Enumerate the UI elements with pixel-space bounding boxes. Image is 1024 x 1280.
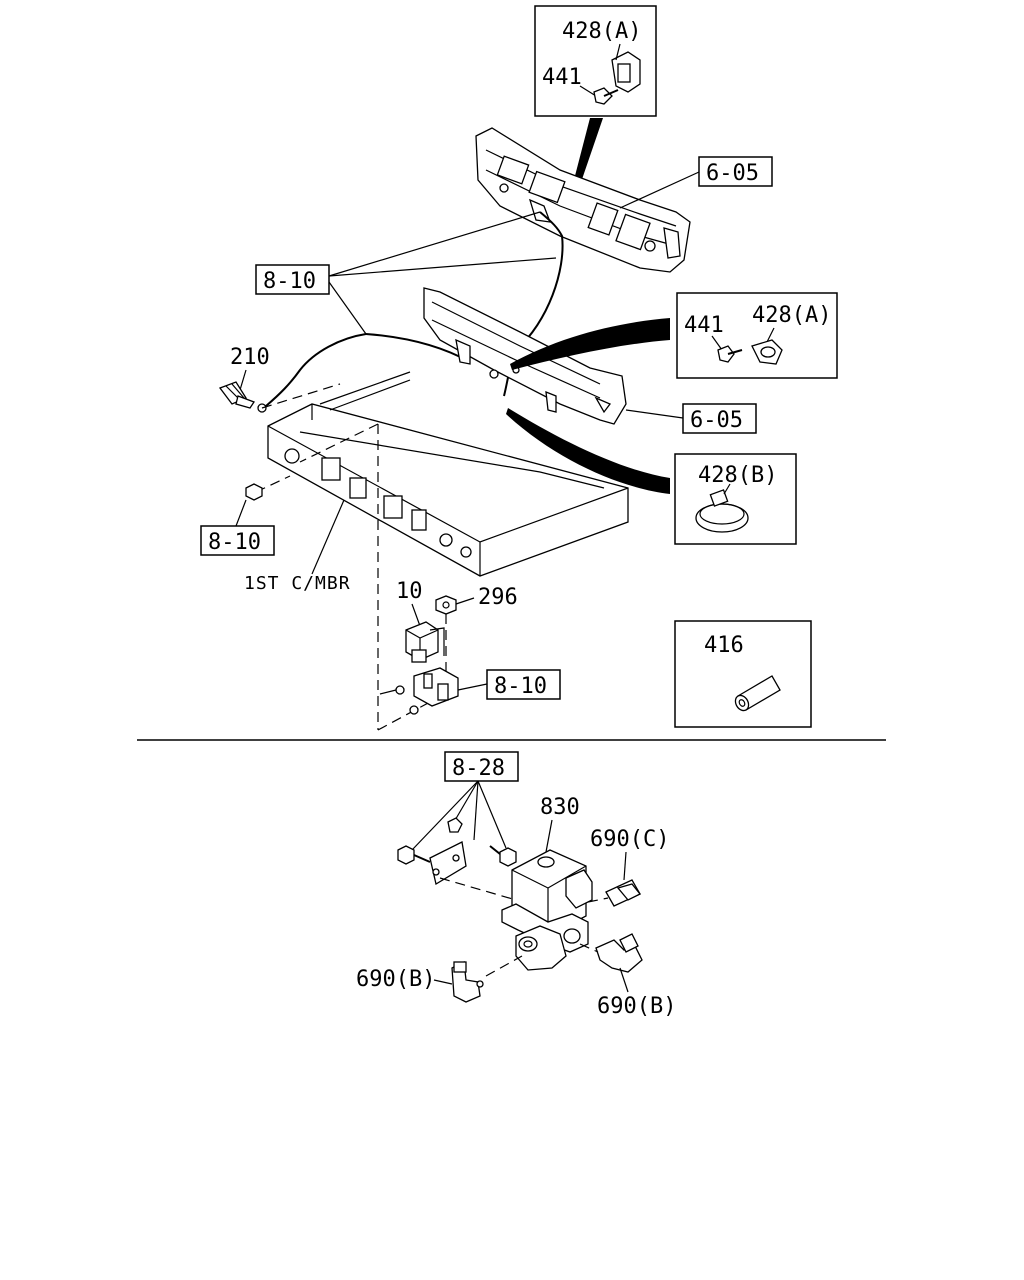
label-8-28: 8-28 <box>452 756 505 781</box>
label-296: 296 <box>478 585 518 610</box>
part-10-sensor: 10 <box>396 579 439 663</box>
label-428a-top: 428(A) <box>562 19 641 44</box>
ref-8-10-bottom: 8-10 <box>457 669 561 700</box>
label-6-05-top: 6-05 <box>706 161 759 186</box>
label-first-crossmember: 1ST C/MBR <box>244 573 351 594</box>
front-panel-upper <box>475 127 691 273</box>
label-830: 830 <box>540 795 580 820</box>
label-8-10-bottom-left: 8-10 <box>208 530 261 555</box>
label-441-right: 441 <box>684 313 724 338</box>
part-830-valve: 830 <box>501 795 593 971</box>
part-690b-left-elbow: 690(B) <box>356 955 523 1003</box>
label-428b: 428(B) <box>698 463 777 488</box>
sensor-bracket <box>379 627 459 715</box>
label-416: 416 <box>704 633 744 658</box>
label-441-top: 441 <box>542 65 582 90</box>
spacer-icon <box>734 675 781 712</box>
dash-diag-2 <box>377 701 431 731</box>
inset-band-428b: 428(B) <box>674 453 797 545</box>
inset-clip-428a-right: 441 428(A) <box>676 292 838 379</box>
ref-6-05-top: 6-05 <box>619 156 773 209</box>
bolt-icon <box>579 85 619 105</box>
first-crossmember <box>267 371 629 577</box>
label-210: 210 <box>230 345 270 370</box>
clip-icon <box>611 43 641 93</box>
part-296-nut: 296 <box>435 585 518 684</box>
label-8-10-left: 8-10 <box>263 269 316 294</box>
ref-6-05-mid: 6-05 <box>625 403 757 434</box>
label-8-10-bottom: 8-10 <box>494 674 547 699</box>
crossmember-callout: 1ST C/MBR <box>244 499 351 594</box>
part-690c-fitting: 690(C) <box>587 827 669 907</box>
ref-8-10-left: 8-10 <box>255 211 557 335</box>
label-428a-right: 428(A) <box>752 303 831 328</box>
part-210: 210 <box>218 345 270 409</box>
cable-tie-icon <box>695 483 749 533</box>
dash-diag-1 <box>299 423 379 463</box>
inset-clip-428a-top: 428(A) 441 <box>534 5 657 117</box>
ref-8-10-bottom-left: 8-10 <box>200 483 275 556</box>
label-690c: 690(C) <box>590 827 669 852</box>
valve-bolts <box>397 817 517 867</box>
label-690b-left: 690(B) <box>356 967 435 992</box>
clip-icon-right <box>751 327 783 365</box>
valve-mount-bracket <box>429 841 517 901</box>
front-panel-lower <box>423 287 627 425</box>
dash-connector <box>261 383 341 409</box>
part-690b-right-elbow: 690(B) <box>579 933 676 1019</box>
label-690b-right: 690(B) <box>597 994 676 1019</box>
ref-8-28: 8-28 <box>411 751 519 851</box>
inset-spacer-416: 416 <box>674 620 812 728</box>
leader-wedge-lower <box>506 408 670 494</box>
label-6-05-mid: 6-05 <box>690 408 743 433</box>
bolt-icon-right <box>711 335 743 363</box>
label-10: 10 <box>396 579 423 604</box>
leader-wedge-mid <box>510 318 670 370</box>
